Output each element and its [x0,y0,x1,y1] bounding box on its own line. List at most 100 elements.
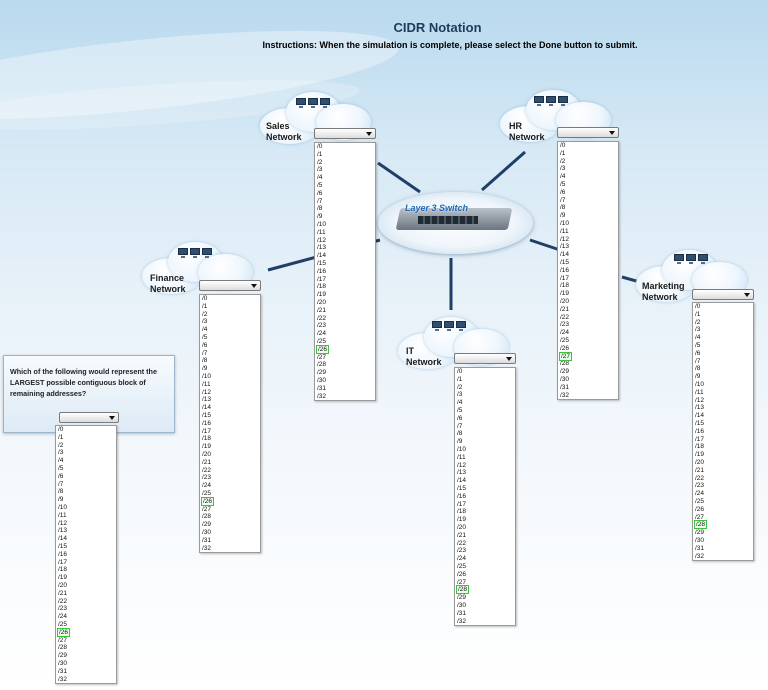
prefix-option[interactable]: /22 [695,474,705,482]
prefix-option[interactable]: /14 [58,535,68,543]
prefix-option[interactable]: /29 [695,529,705,537]
prefix-option[interactable]: /4 [317,174,323,182]
prefix-option[interactable]: /8 [317,205,323,213]
prefix-option[interactable]: /22 [202,466,212,474]
prefix-option[interactable]: /5 [457,406,463,414]
prefix-option[interactable]: /8 [58,488,64,496]
prefix-option[interactable]: /18 [560,282,570,290]
prefix-option[interactable]: /6 [58,472,64,480]
prefix-option[interactable]: /8 [695,365,701,373]
prefix-option[interactable]: /20 [457,523,467,531]
prefix-option[interactable]: /5 [695,341,701,349]
prefix-option[interactable]: /4 [457,399,463,407]
prefix-option[interactable]: /13 [560,243,570,251]
prefix-option[interactable]: /4 [202,326,208,334]
prefix-option[interactable]: /20 [202,450,212,458]
prefix-option[interactable]: /19 [560,290,570,298]
prefix-option[interactable]: /13 [202,396,212,404]
prefix-option[interactable]: /29 [560,368,570,376]
prefix-option[interactable]: /26 [200,496,215,506]
prefix-option[interactable]: /18 [695,443,705,451]
prefix-option[interactable]: /16 [695,427,705,435]
prefix-option[interactable]: /29 [457,594,467,602]
prefix-option[interactable]: /19 [457,516,467,524]
prefix-option[interactable]: /15 [202,411,212,419]
prefix-option[interactable]: /19 [58,574,68,582]
prefix-option[interactable]: /28 [202,513,212,521]
prefix-option[interactable]: /29 [58,652,68,660]
prefix-option[interactable]: /29 [317,369,327,377]
hr-prefix-select[interactable] [557,127,619,138]
prefix-option[interactable]: /5 [317,181,323,189]
prefix-option[interactable]: /20 [695,458,705,466]
prefix-option[interactable]: /26 [56,627,71,637]
prefix-option[interactable]: /16 [202,419,212,427]
prefix-option[interactable]: /11 [202,380,211,388]
prefix-option[interactable]: /17 [317,275,327,283]
prefix-option[interactable]: /10 [317,220,327,228]
prefix-option[interactable]: /27 [317,353,327,361]
prefix-option[interactable]: /7 [695,357,701,365]
prefix-option[interactable]: /3 [560,165,566,173]
finance-prefix-list[interactable]: /0/1/2/3/4/5/6/7/8/9/10/11/12/13/14/15/1… [199,294,261,553]
prefix-option[interactable]: /9 [317,213,323,221]
prefix-option[interactable]: /6 [560,188,566,196]
prefix-option[interactable]: /28 [560,360,570,368]
prefix-option[interactable]: /12 [457,461,467,469]
prefix-option[interactable]: /25 [457,562,467,570]
prefix-option[interactable]: /11 [457,453,466,461]
prefix-option[interactable]: /5 [58,464,64,472]
prefix-option[interactable]: /28 [455,585,470,595]
prefix-option[interactable]: /13 [695,404,705,412]
prefix-option[interactable]: /0 [317,143,323,150]
prefix-option[interactable]: /15 [560,258,570,266]
prefix-option[interactable]: /4 [695,334,701,342]
prefix-option[interactable]: /20 [58,581,68,589]
prefix-option[interactable]: /24 [695,490,705,498]
prefix-option[interactable]: /24 [317,330,327,338]
marketing-prefix-select[interactable] [692,289,754,300]
prefix-option[interactable]: /32 [457,617,467,625]
prefix-option[interactable]: /18 [317,283,327,291]
prefix-option[interactable]: /18 [202,435,212,443]
prefix-option[interactable]: /15 [695,419,705,427]
prefix-option[interactable]: /30 [317,376,327,384]
prefix-option[interactable]: /25 [560,336,570,344]
prefix-option[interactable]: /12 [695,396,705,404]
prefix-option[interactable]: /7 [58,480,64,488]
prefix-option[interactable]: /14 [457,477,467,485]
prefix-option[interactable]: /0 [560,142,566,149]
prefix-option[interactable]: /27 [202,505,212,513]
prefix-option[interactable]: /14 [695,412,705,420]
prefix-option[interactable]: /4 [560,173,566,181]
prefix-option[interactable]: /23 [202,474,212,482]
prefix-option[interactable]: /13 [317,244,327,252]
prefix-option[interactable]: /9 [202,365,208,373]
prefix-option[interactable]: /30 [58,659,68,667]
prefix-option[interactable]: /13 [58,527,68,535]
prefix-option[interactable]: /15 [317,259,327,267]
prefix-option[interactable]: /8 [560,204,566,212]
prefix-option[interactable]: /15 [58,542,68,550]
prefix-option[interactable]: /28 [317,361,327,369]
prefix-option[interactable]: /2 [202,310,208,318]
prefix-option[interactable]: /20 [317,298,327,306]
prefix-option[interactable]: /31 [317,384,327,392]
prefix-option[interactable]: /23 [457,547,467,555]
prefix-option[interactable]: /11 [317,228,326,236]
prefix-option[interactable]: /1 [202,302,208,310]
prefix-option[interactable]: /2 [695,318,701,326]
prefix-option[interactable]: /30 [457,601,467,609]
prefix-option[interactable]: /20 [560,297,570,305]
prefix-option[interactable]: /5 [560,180,566,188]
prefix-option[interactable]: /3 [457,391,463,399]
prefix-option[interactable]: /16 [58,550,68,558]
prefix-option[interactable]: /3 [202,318,208,326]
prefix-option[interactable]: /17 [695,435,705,443]
prefix-option[interactable]: /11 [58,511,67,519]
prefix-option[interactable]: /2 [317,158,323,166]
prefix-option[interactable]: /10 [202,372,212,380]
prefix-option[interactable]: /10 [695,380,705,388]
prefix-option[interactable]: /24 [58,613,68,621]
prefix-option[interactable]: /24 [202,482,212,490]
